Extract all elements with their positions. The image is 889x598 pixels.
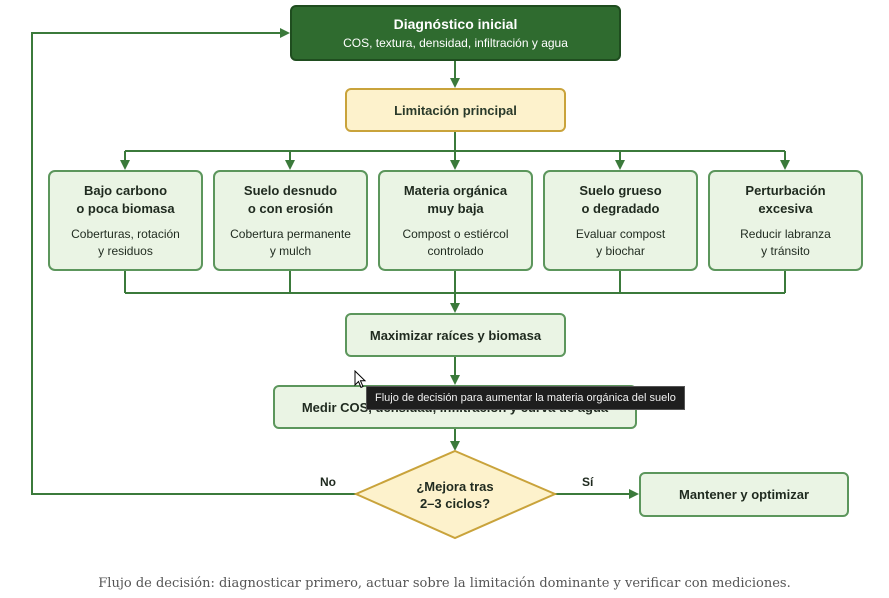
limitation-node: Limitación principal <box>345 88 566 132</box>
start-title: Diagnóstico inicial <box>393 16 518 32</box>
category-title: Suelo desnudo o con erosión <box>243 182 338 216</box>
roots-label: Maximizar raíces y biomasa <box>369 327 542 343</box>
mouse-cursor-icon <box>354 370 367 389</box>
category-title: Materia orgánica muy baja <box>403 182 508 216</box>
category-coarse-soil: Suelo grueso o degradado Evaluar compost… <box>543 170 698 271</box>
category-bare-soil: Suelo desnudo o con erosión Cobertura pe… <box>213 170 368 271</box>
category-action: Coberturas, rotación y residuos <box>71 226 180 258</box>
category-low-organic-matter: Materia orgánica muy baja Compost o esti… <box>378 170 533 271</box>
category-action: Cobertura permanente y mulch <box>230 226 351 258</box>
keep-node: Mantener y optimizar <box>639 472 849 517</box>
no-label: No <box>320 475 336 489</box>
category-low-carbon: Bajo carbono o poca biomasa Coberturas, … <box>48 170 203 271</box>
start-node: Diagnóstico inicial COS, textura, densid… <box>290 5 621 61</box>
tooltip: Flujo de decisión para aumentar la mater… <box>366 386 685 410</box>
figure-caption: Flujo de decisión: diagnosticar primero,… <box>98 576 791 591</box>
start-subtitle: COS, textura, densidad, infiltración y a… <box>343 36 568 50</box>
category-action: Evaluar compost y biochar <box>575 226 666 258</box>
yes-label: Sí <box>582 475 594 489</box>
category-title: Suelo grueso o degradado <box>579 182 662 216</box>
category-action: Reducir labranza y tránsito <box>740 226 831 258</box>
category-disturbance: Perturbación excesiva Reducir labranza y… <box>708 170 863 271</box>
category-title: Bajo carbono o poca biomasa <box>76 182 175 216</box>
roots-node: Maximizar raíces y biomasa <box>345 313 566 357</box>
category-title: Perturbación excesiva <box>745 182 826 216</box>
category-action: Compost o estiércol controlado <box>402 226 509 258</box>
limitation-label: Limitación principal <box>394 102 517 118</box>
keep-label: Mantener y optimizar <box>678 487 810 502</box>
decision-label: ¿Mejora tras 2–3 ciclos? <box>416 479 494 511</box>
